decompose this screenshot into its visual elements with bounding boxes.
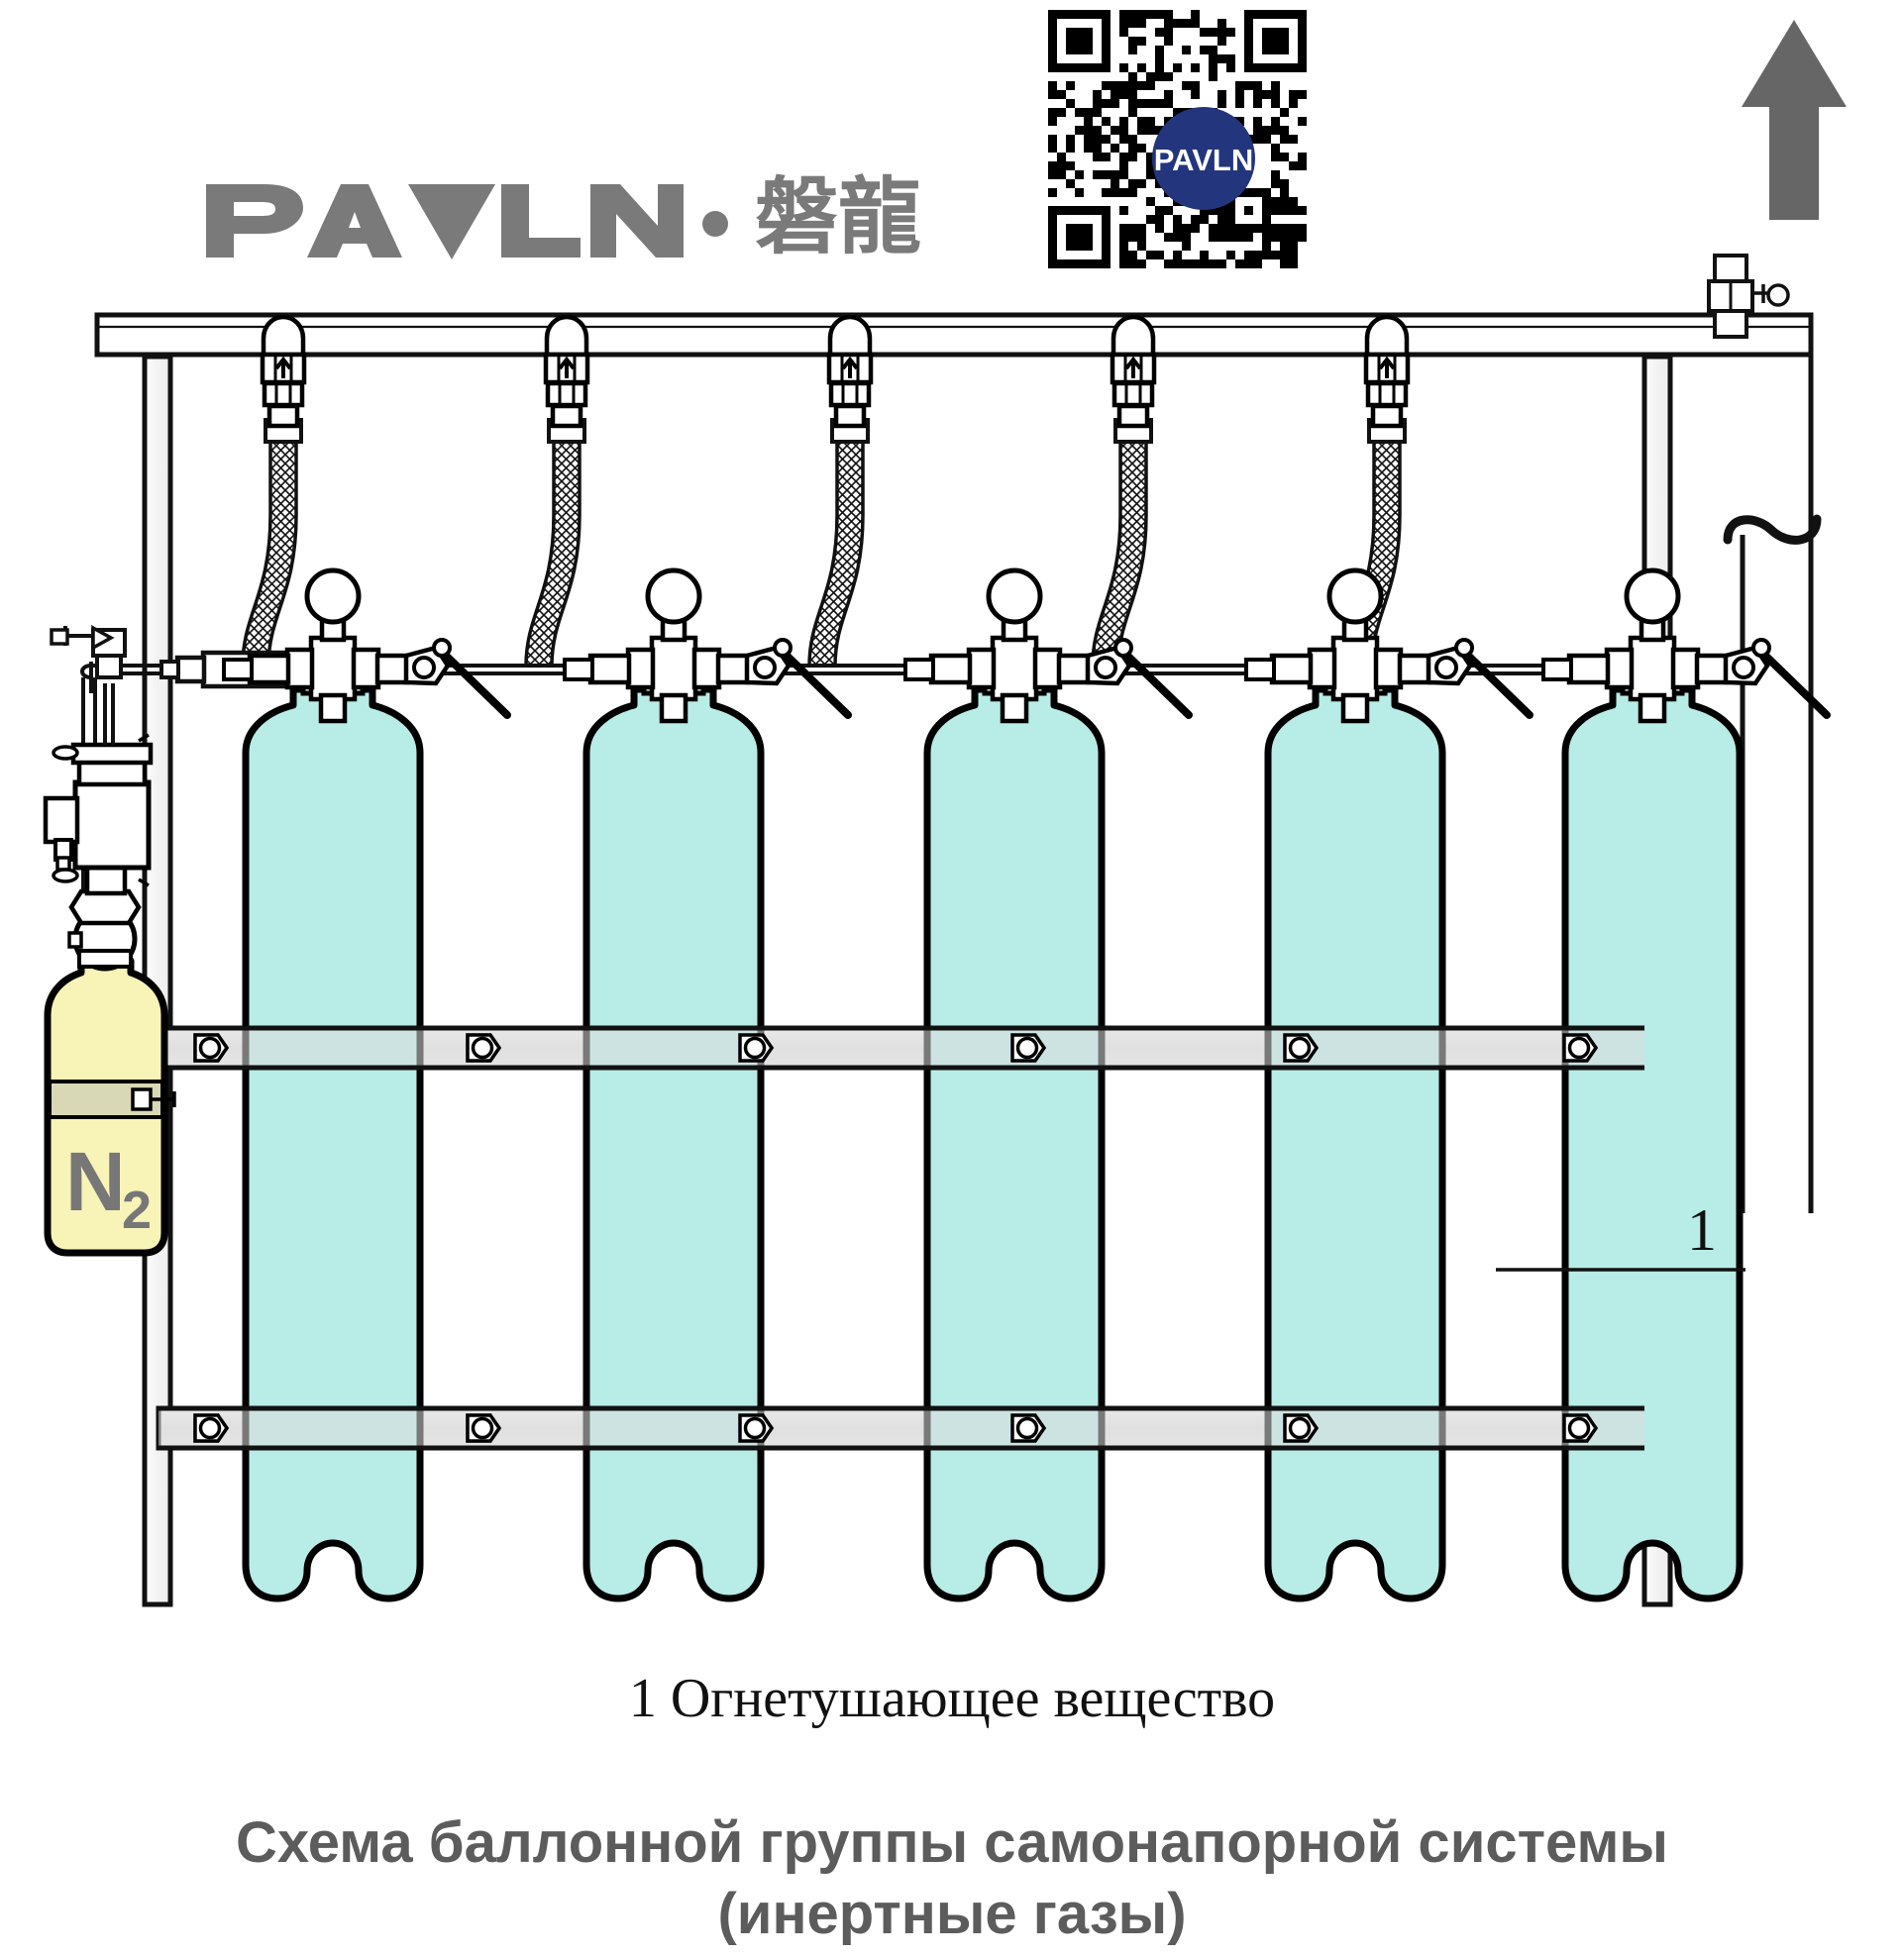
- pilot-gas-subscript: 2: [122, 1181, 152, 1240]
- braided-flexible-hose: [1093, 436, 1146, 667]
- qr-center-logo-text: PAVLN: [1154, 143, 1253, 177]
- hose-outline-group: [241, 436, 1402, 667]
- pilot-cylinder-assembly[interactable]: N 2: [43, 625, 176, 1257]
- qr-center-logo: [1152, 107, 1255, 210]
- diagram-caption: 1 Огнетушающее вещество: [629, 1668, 1275, 1729]
- manifold-header-pipe: [94, 312, 1814, 358]
- brand-wordmark: [206, 184, 684, 259]
- diagram-title-line-1: Схема баллонной группы самонапорной сист…: [236, 1810, 1668, 1875]
- discharge-arrow: [1742, 20, 1847, 220]
- braided-flexible-hose: [526, 436, 580, 667]
- brand-latin-text: PAVLN: [206, 156, 209, 159]
- restraint-bar-overlay: [159, 1030, 1644, 1446]
- pressure-switch: [1707, 254, 1790, 339]
- solenoid-actuator[interactable]: [43, 733, 154, 887]
- braided-flexible-hose: [809, 436, 863, 667]
- pilot-manual-valve[interactable]: [50, 625, 127, 679]
- braided-flexible-hose: [243, 436, 296, 667]
- pilot-gas-label: N: [65, 1135, 126, 1228]
- brand-separator-dot: [702, 211, 728, 237]
- diagram-title-line-2: (инертные газы): [717, 1882, 1186, 1946]
- restraint-bar-edges: [159, 1025, 1644, 1451]
- brand-cjk-text: 磐龍: [755, 168, 921, 265]
- callout-label-1: 1: [1687, 1197, 1717, 1263]
